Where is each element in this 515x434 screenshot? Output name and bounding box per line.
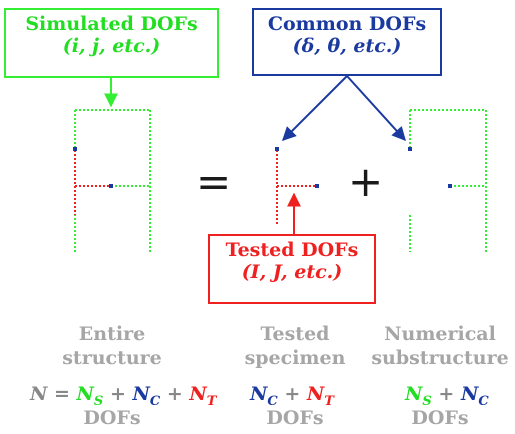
- formula-n: N: [30, 383, 48, 405]
- common-dofs-title: Common DOFs: [267, 13, 427, 35]
- entire-caption-line2: structure: [62, 347, 162, 369]
- tested-caption-line2: specimen: [244, 347, 346, 369]
- common-dofs-subtitle: (δ, θ, etc.): [292, 35, 402, 57]
- tested-formula-plus: +: [284, 383, 301, 405]
- entire-dofs-label: DOFs: [83, 407, 141, 429]
- formula-plus-2: +: [166, 383, 183, 405]
- formula-ns-sub: S: [93, 393, 104, 409]
- tested-caption-line1: Tested: [260, 323, 330, 345]
- numerical-formula: NS + NC: [405, 382, 489, 414]
- numerical-formula-nc-sub: C: [478, 393, 489, 409]
- tested-dofs-label: DOFs: [266, 407, 324, 429]
- tested-specimen-caption: Tested specimen: [220, 322, 370, 370]
- entire-caption-line1: Entire: [78, 323, 146, 345]
- numerical-dofs-label: DOFs: [411, 407, 469, 429]
- formula-nt-sub: T: [206, 393, 217, 409]
- tested-dofs-box: Tested DOFs (I, J, etc.): [208, 234, 376, 304]
- numerical-formula-nc: N: [460, 383, 479, 405]
- formula-nc: N: [132, 383, 150, 405]
- equals-sign: =: [196, 157, 232, 206]
- formula-ns: N: [76, 383, 94, 405]
- plus-sign: +: [348, 157, 384, 206]
- formula-nt: N: [189, 383, 207, 405]
- tested-formula-nt-sub: T: [324, 393, 334, 409]
- entire-structure-frame: [73, 109, 151, 252]
- formula-nc-sub: C: [149, 393, 161, 409]
- numerical-formula-plus: +: [438, 383, 455, 405]
- simulated-dofs-subtitle: (i, j, etc.): [62, 35, 161, 57]
- tested-formula-nc-sub: C: [267, 393, 278, 409]
- tested-dofs-subtitle: (I, J, etc.): [241, 261, 343, 283]
- numerical-formula-ns: N: [405, 383, 423, 405]
- formula-equals: =: [54, 383, 70, 405]
- tested-dofs-title: Tested DOFs: [225, 239, 359, 261]
- numerical-substructure-caption: Numerical substructure: [365, 322, 515, 370]
- tested-specimen-frame: [275, 147, 319, 226]
- numerical-formula-ns-sub: S: [422, 393, 432, 409]
- common-dofs-box: Common DOFs (δ, θ, etc.): [252, 8, 442, 76]
- simulated-dofs-title: Simulated DOFs: [25, 13, 198, 35]
- common-arrow-left: [282, 75, 348, 141]
- numerical-caption-line1: Numerical: [384, 323, 496, 345]
- tested-formula: NC + NT: [250, 382, 334, 414]
- simulated-dofs-box: Simulated DOFs (i, j, etc.): [4, 8, 219, 78]
- entire-structure-caption: Entire structure: [37, 322, 187, 370]
- tested-formula-nc: N: [250, 383, 268, 405]
- numerical-caption-line2: substructure: [371, 347, 509, 369]
- entire-formula: N = NS + NC + NT: [30, 382, 216, 414]
- common-arrow-right: [346, 75, 406, 142]
- formula-plus-1: +: [109, 383, 126, 405]
- numerical-substructure-frame: [408, 109, 487, 252]
- tested-formula-nt: N: [306, 383, 325, 405]
